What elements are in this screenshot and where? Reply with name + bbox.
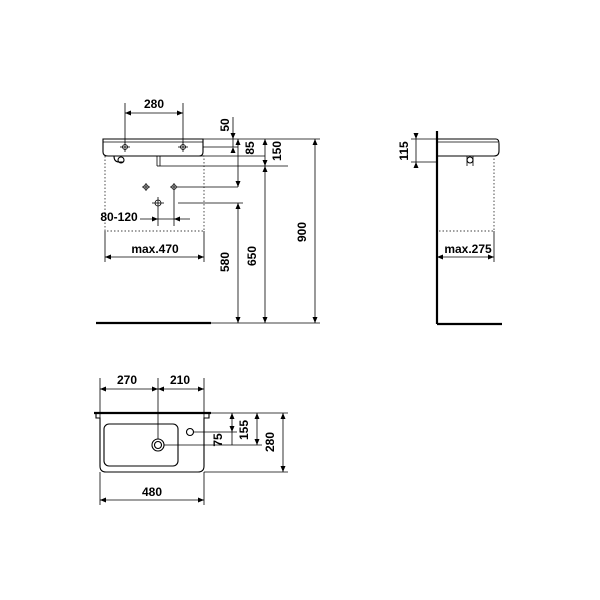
drain-icon [151, 438, 165, 452]
wall-outline-dotted [104, 155, 205, 232]
wall-outline-dotted-side [436, 155, 495, 232]
dim-label-210: 210 [170, 373, 190, 387]
dim-label-280-depth: 280 [263, 432, 277, 452]
dim-label-80-120: 80-120 [100, 210, 138, 224]
top-view: 270 210 75 155 280 480 [94, 373, 288, 505]
tap-hole-right-icon [178, 142, 188, 152]
dim-label-75: 75 [211, 433, 225, 447]
dim-label-650: 650 [245, 246, 259, 266]
tap-hole-top-icon [185, 427, 195, 437]
basin-top-outline [95, 412, 210, 473]
front-view: 280 50 85 150 80-120 max [96, 97, 320, 325]
basin-side-profile [437, 138, 500, 157]
side-view: 115 max.275 [397, 131, 502, 326]
tap-hole-left-icon [120, 142, 130, 152]
dim-label-max470: max.470 [131, 242, 179, 256]
dim-label-280: 280 [144, 97, 164, 111]
waste-outlet-side-icon [466, 156, 474, 166]
dim-label-115: 115 [397, 141, 411, 161]
dim-label-max275: max.275 [444, 242, 492, 256]
dim-label-480: 480 [142, 485, 162, 499]
supply-connection-icons [142, 183, 178, 209]
dim-label-155: 155 [237, 420, 251, 440]
dim-label-270: 270 [117, 373, 137, 387]
basin-front-outline [102, 138, 204, 157]
dim-label-900: 900 [295, 222, 309, 242]
waste-outlet-icon [113, 155, 161, 167]
dim-label-50: 50 [218, 118, 232, 132]
dim-label-85: 85 [243, 141, 257, 155]
dim-label-150: 150 [270, 141, 284, 161]
dim-label-580: 580 [218, 252, 232, 272]
